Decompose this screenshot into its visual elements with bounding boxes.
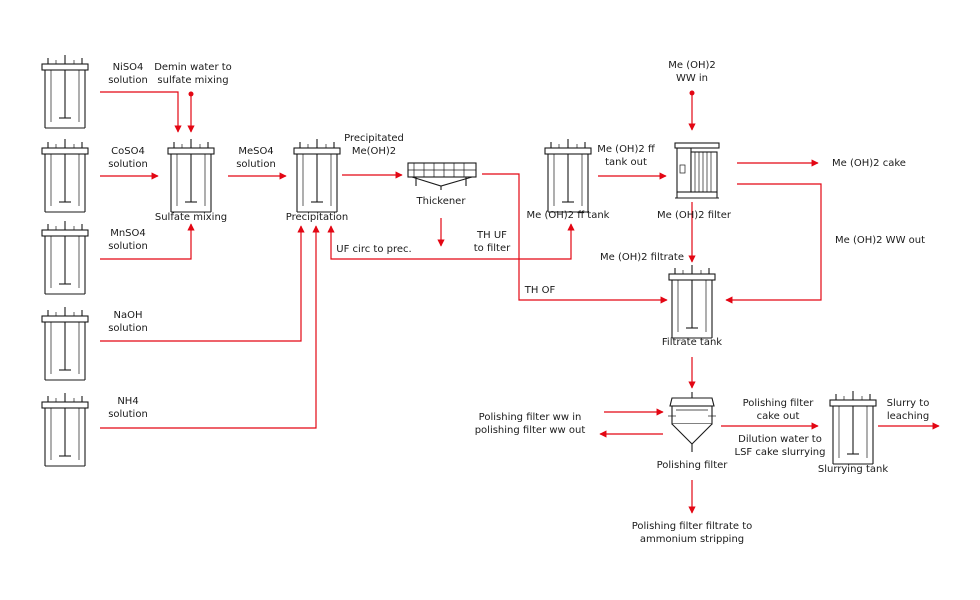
label-filter: Me (OH)2 filter [657,210,732,221]
label-th-of: TH OF [524,285,556,296]
filter-press-icon [674,142,720,199]
label-polishing-filter: Polishing filter [657,460,729,471]
flow-naoh [100,225,305,342]
naoh-tank [41,306,89,381]
label-filtrate: Me (OH)2 filtrate [600,252,684,263]
label-slurrying-tank: Slurrying tank [818,464,888,475]
label-cake: Me (OH)2 cake [832,158,906,169]
label-uf-circ: UF circ to prec. [336,244,411,255]
flow-lines [100,90,940,514]
flow-ww-out [725,183,822,304]
flow-mnso4 [100,223,195,260]
sulfate-mixing-tank [167,138,215,213]
label-thickener: Thickener [416,196,467,207]
polishing-filter-icon [668,392,716,452]
flow-uf-circ [327,225,517,260]
label-filtrate-tank: Filtrate tank [662,337,722,348]
coso4-tank [41,138,89,213]
flow-th-of [482,173,668,304]
nh4-tank [41,392,89,467]
ff-tank [544,138,592,213]
label-precipitation: Precipitation [286,212,349,223]
label-ff-tank: Me (OH)2 ff tank [527,210,610,221]
filtrate-tank-vessel [668,264,716,339]
label-sulfate-mixing: Sulfate mixing [155,212,227,223]
flow-th-uf [517,223,575,260]
flow-niso4 [100,91,182,133]
thickener-icon [407,162,477,190]
flow-nh4 [100,225,320,429]
mnso4-tank [41,220,89,295]
label-ww-out: Me (OH)2 WW out [835,235,925,246]
slurrying-tank-vessel [829,390,877,465]
precipitation-tank [293,138,341,213]
niso4-tank [41,54,89,129]
